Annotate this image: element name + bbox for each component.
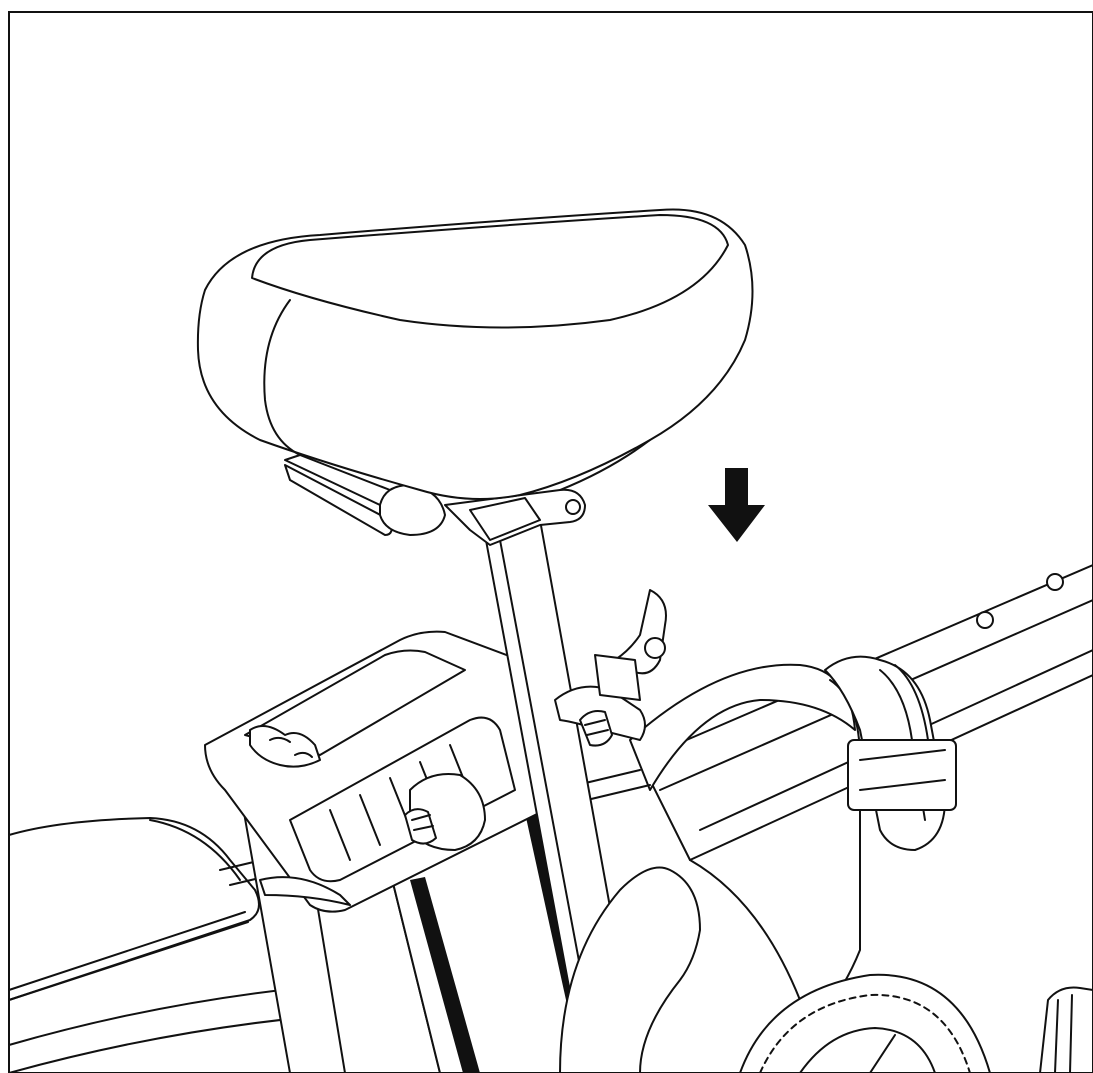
chainring [739, 973, 991, 1073]
seat-clamp [554, 589, 667, 747]
hinge-clamp [824, 655, 957, 851]
down-arrow-icon [708, 468, 765, 542]
seat-rails [284, 454, 586, 546]
pedal [1039, 986, 1093, 1073]
saddle [196, 208, 754, 500]
